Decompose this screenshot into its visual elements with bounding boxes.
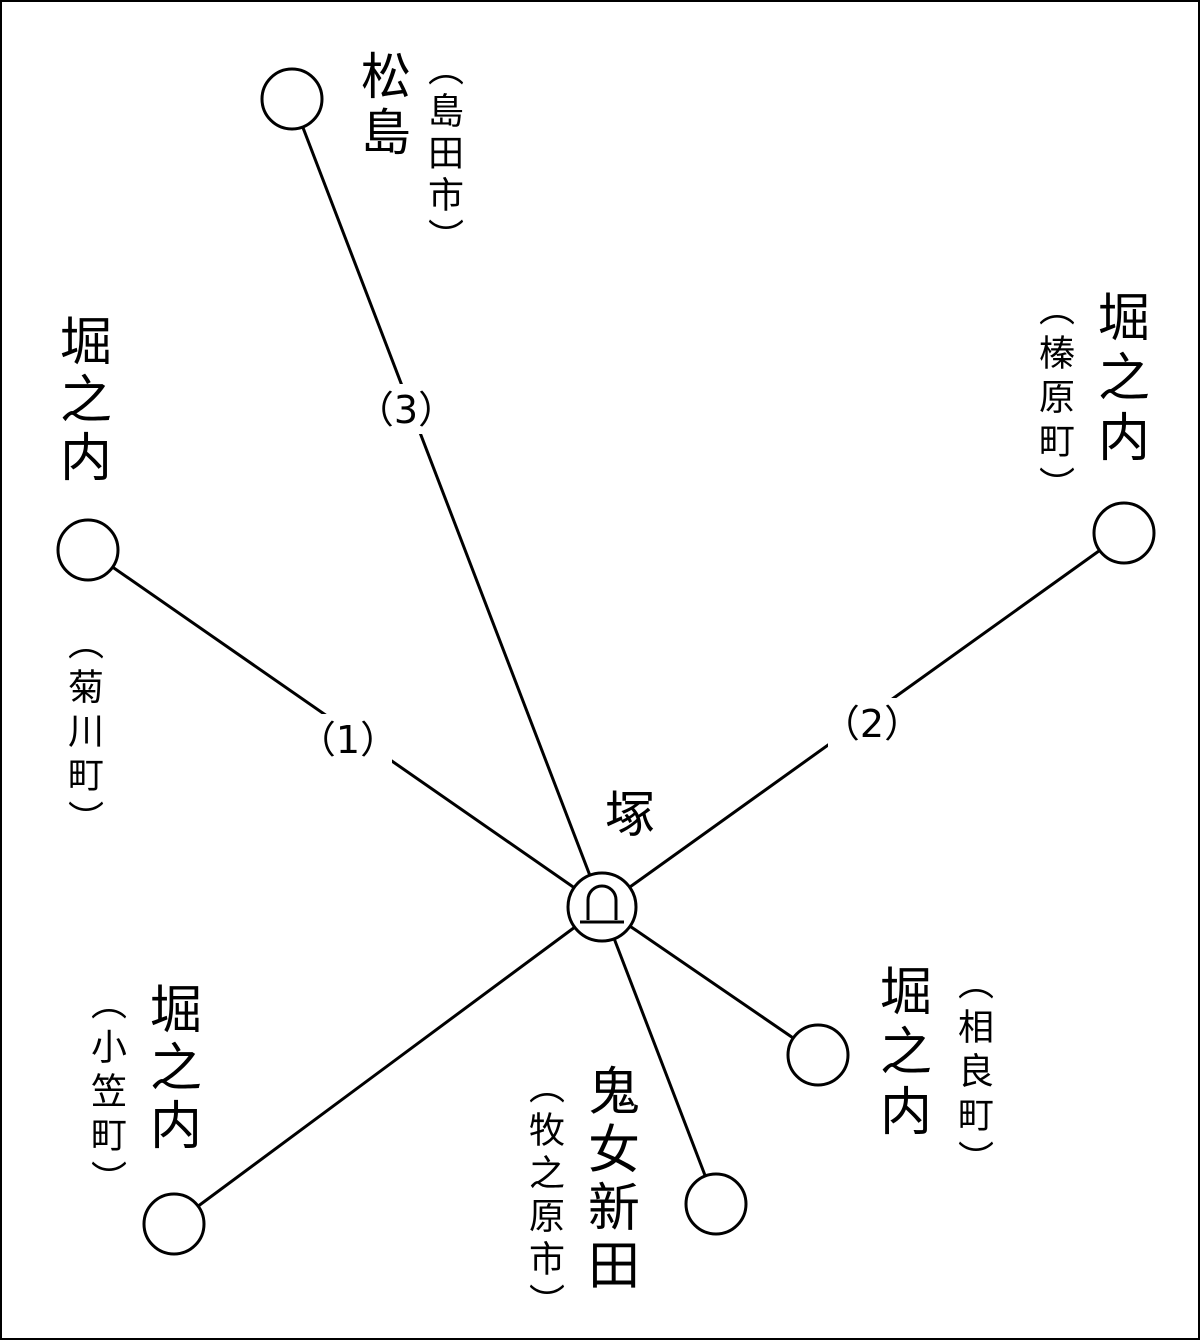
node-name-kijo-shinden-char: 田: [588, 1237, 640, 1297]
route-3-label: （3）: [356, 388, 456, 432]
node-region-kijo-shinden-char: 市: [529, 1240, 565, 1281]
node-region-horinouchi-haibara-char: 町: [1039, 422, 1075, 463]
node-region-matsushima-char: ︶: [428, 218, 464, 259]
node-region-horinouchi-ogasa-char: 町: [91, 1116, 127, 1157]
node-horinouchi-sagara: [786, 1023, 850, 1087]
node-region-kijo-shinden-char: ︶: [529, 1283, 565, 1324]
node-region-horinouchi-kikugawa-char: 川: [68, 712, 104, 753]
node-name-horinouchi-kikugawa-char: 堀: [60, 313, 112, 373]
node-region-horinouchi-ogasa-char: 笠: [91, 1072, 127, 1113]
node-name-horinouchi-sagara-char: 堀: [880, 963, 932, 1023]
node-region-matsushima-char: 田: [428, 134, 464, 175]
hub-circle: [566, 871, 638, 943]
node-name-horinouchi-haibara: 堀之内: [1098, 289, 1150, 469]
node-region-kijo-shinden-char: ︵: [529, 1068, 565, 1109]
node-region-kijo-shinden-char: 牧: [529, 1111, 565, 1152]
node-region-kijo-shinden-char: 原: [529, 1197, 565, 1238]
node-name-horinouchi-kikugawa: 堀之内: [60, 313, 112, 489]
node-kijo-shinden: [684, 1172, 748, 1236]
node-region-kijo-shinden-char: 之: [529, 1154, 565, 1195]
node-name-kijo-shinden-char: 鬼: [588, 1063, 640, 1123]
node-name-horinouchi-ogasa-char: 内: [150, 1097, 202, 1157]
node-name-horinouchi-ogasa: 堀之内: [150, 981, 202, 1157]
node-horinouchi-ogasa: [142, 1192, 206, 1256]
hub-label: 塚: [605, 786, 655, 844]
node-region-matsushima-char: 市: [428, 176, 464, 217]
node-region-horinouchi-kikugawa-char: 菊: [68, 668, 104, 709]
node-region-horinouchi-sagara-char: 良: [958, 1052, 994, 1093]
node-name-horinouchi-ogasa-char: 之: [150, 1039, 202, 1099]
tumulus-symbol-icon: [580, 884, 624, 924]
node-region-horinouchi-ogasa-char: ︵: [91, 984, 127, 1025]
route-3-label-mask: [362, 384, 450, 434]
node-horinouchi-kikugawa: [56, 518, 120, 582]
node-region-matsushima-char: 島: [428, 92, 464, 133]
node-name-horinouchi-sagara-char: 内: [880, 1083, 932, 1143]
node-region-horinouchi-haibara-char: 原: [1039, 378, 1075, 419]
edge-to-horinouchi-sagara: [601, 905, 819, 1057]
node-region-horinouchi-sagara-char: ︶: [958, 1140, 994, 1181]
route-2-label-mask: [828, 698, 916, 748]
node-name-horinouchi-haibara-char: 堀: [1098, 289, 1150, 349]
node-region-horinouchi-haibara-char: ︶: [1039, 466, 1075, 507]
node-region-horinouchi-sagara-char: ︵: [958, 964, 994, 1005]
node-name-horinouchi-kikugawa-char: 之: [60, 371, 112, 431]
node-name-matsushima: 松島: [361, 48, 411, 162]
node-region-horinouchi-haibara: ︵榛原町︶: [1039, 290, 1075, 507]
node-name-matsushima-char: 松: [361, 48, 411, 106]
node-matsushima: [260, 67, 324, 131]
node-name-matsushima-char: 島: [361, 104, 411, 162]
node-name-horinouchi-kikugawa-char: 内: [60, 429, 112, 489]
route-1-label: （1）: [298, 718, 398, 762]
node-region-horinouchi-haibara-char: 榛: [1039, 334, 1075, 375]
node-region-horinouchi-kikugawa-char: ︶: [68, 800, 104, 841]
node-name-horinouchi-haibara-char: 内: [1098, 409, 1150, 469]
node-name-horinouchi-sagara: 堀之内: [880, 963, 932, 1143]
node-region-matsushima-char: ︵: [428, 50, 464, 91]
node-region-horinouchi-ogasa-char: ︶: [91, 1160, 127, 1201]
node-region-horinouchi-sagara-char: 相: [958, 1008, 994, 1049]
node-name-horinouchi-ogasa-char: 堀: [150, 981, 202, 1041]
edge-to-matsushima: [290, 98, 604, 908]
node-region-horinouchi-ogasa-char: 小: [91, 1028, 127, 1069]
route-1-label-mask: [304, 714, 392, 764]
node-name-kijo-shinden-char: 新: [588, 1179, 640, 1239]
node-region-horinouchi-ogasa: ︵小笠町︶: [91, 984, 127, 1201]
node-region-horinouchi-sagara-char: 町: [958, 1096, 994, 1137]
edge-to-kijo-shinden: [600, 906, 718, 1205]
node-name-horinouchi-sagara-char: 之: [880, 1023, 932, 1083]
node-name-kijo-shinden-char: 女: [588, 1121, 640, 1181]
hub-node: [566, 871, 638, 943]
route-2-label: （2）: [822, 702, 922, 746]
node-horinouchi-haibara: [1092, 501, 1156, 565]
edge-to-horinouchi-ogasa: [173, 905, 603, 1226]
node-region-horinouchi-kikugawa-char: ︵: [68, 624, 104, 665]
node-region-horinouchi-kikugawa-char: 町: [68, 756, 104, 797]
node-region-matsushima: ︵島田市︶: [428, 50, 464, 259]
node-region-horinouchi-kikugawa: ︵菊川町︶: [68, 624, 104, 841]
node-region-horinouchi-haibara-char: ︵: [1039, 290, 1075, 331]
node-region-horinouchi-sagara: ︵相良町︶: [958, 964, 994, 1181]
node-name-horinouchi-haibara-char: 之: [1098, 349, 1150, 409]
